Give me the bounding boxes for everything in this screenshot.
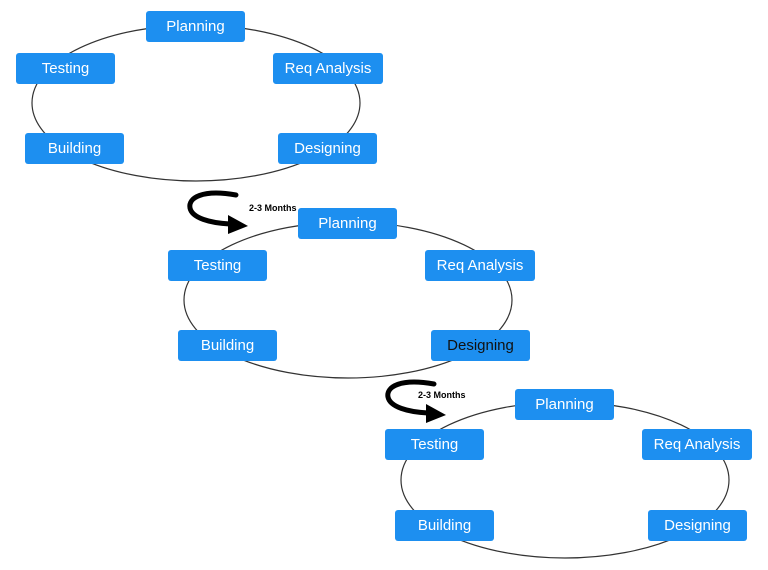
cycle-3-testing-node: Testing <box>385 429 484 460</box>
cycle-1-req-analysis-node: Req Analysis <box>273 53 383 84</box>
transition-1-label: 2-3 Months <box>249 203 297 213</box>
cycle-1-designing-node: Designing <box>278 133 377 164</box>
transition-1-curved-arrow-icon <box>187 190 248 234</box>
cycle-2-designing-node: Designing <box>431 330 530 361</box>
cycle-3-designing-node: Designing <box>648 510 747 541</box>
transition-2-label: 2-3 Months <box>418 390 466 400</box>
cycle-2-testing-node: Testing <box>168 250 267 281</box>
cycle-2-req-analysis-node: Req Analysis <box>425 250 535 281</box>
cycle-3-req-analysis-node: Req Analysis <box>642 429 752 460</box>
cycle-1-testing-node: Testing <box>16 53 115 84</box>
cycle-2-building-node: Building <box>178 330 277 361</box>
cycle-3-planning-node: Planning <box>515 389 614 420</box>
cycle-1-building-node: Building <box>25 133 124 164</box>
cycle-1-planning-node: Planning <box>146 11 245 42</box>
cycle-3-building-node: Building <box>395 510 494 541</box>
cycle-2-planning-node: Planning <box>298 208 397 239</box>
transition-2-curved-arrow-icon <box>385 379 446 423</box>
